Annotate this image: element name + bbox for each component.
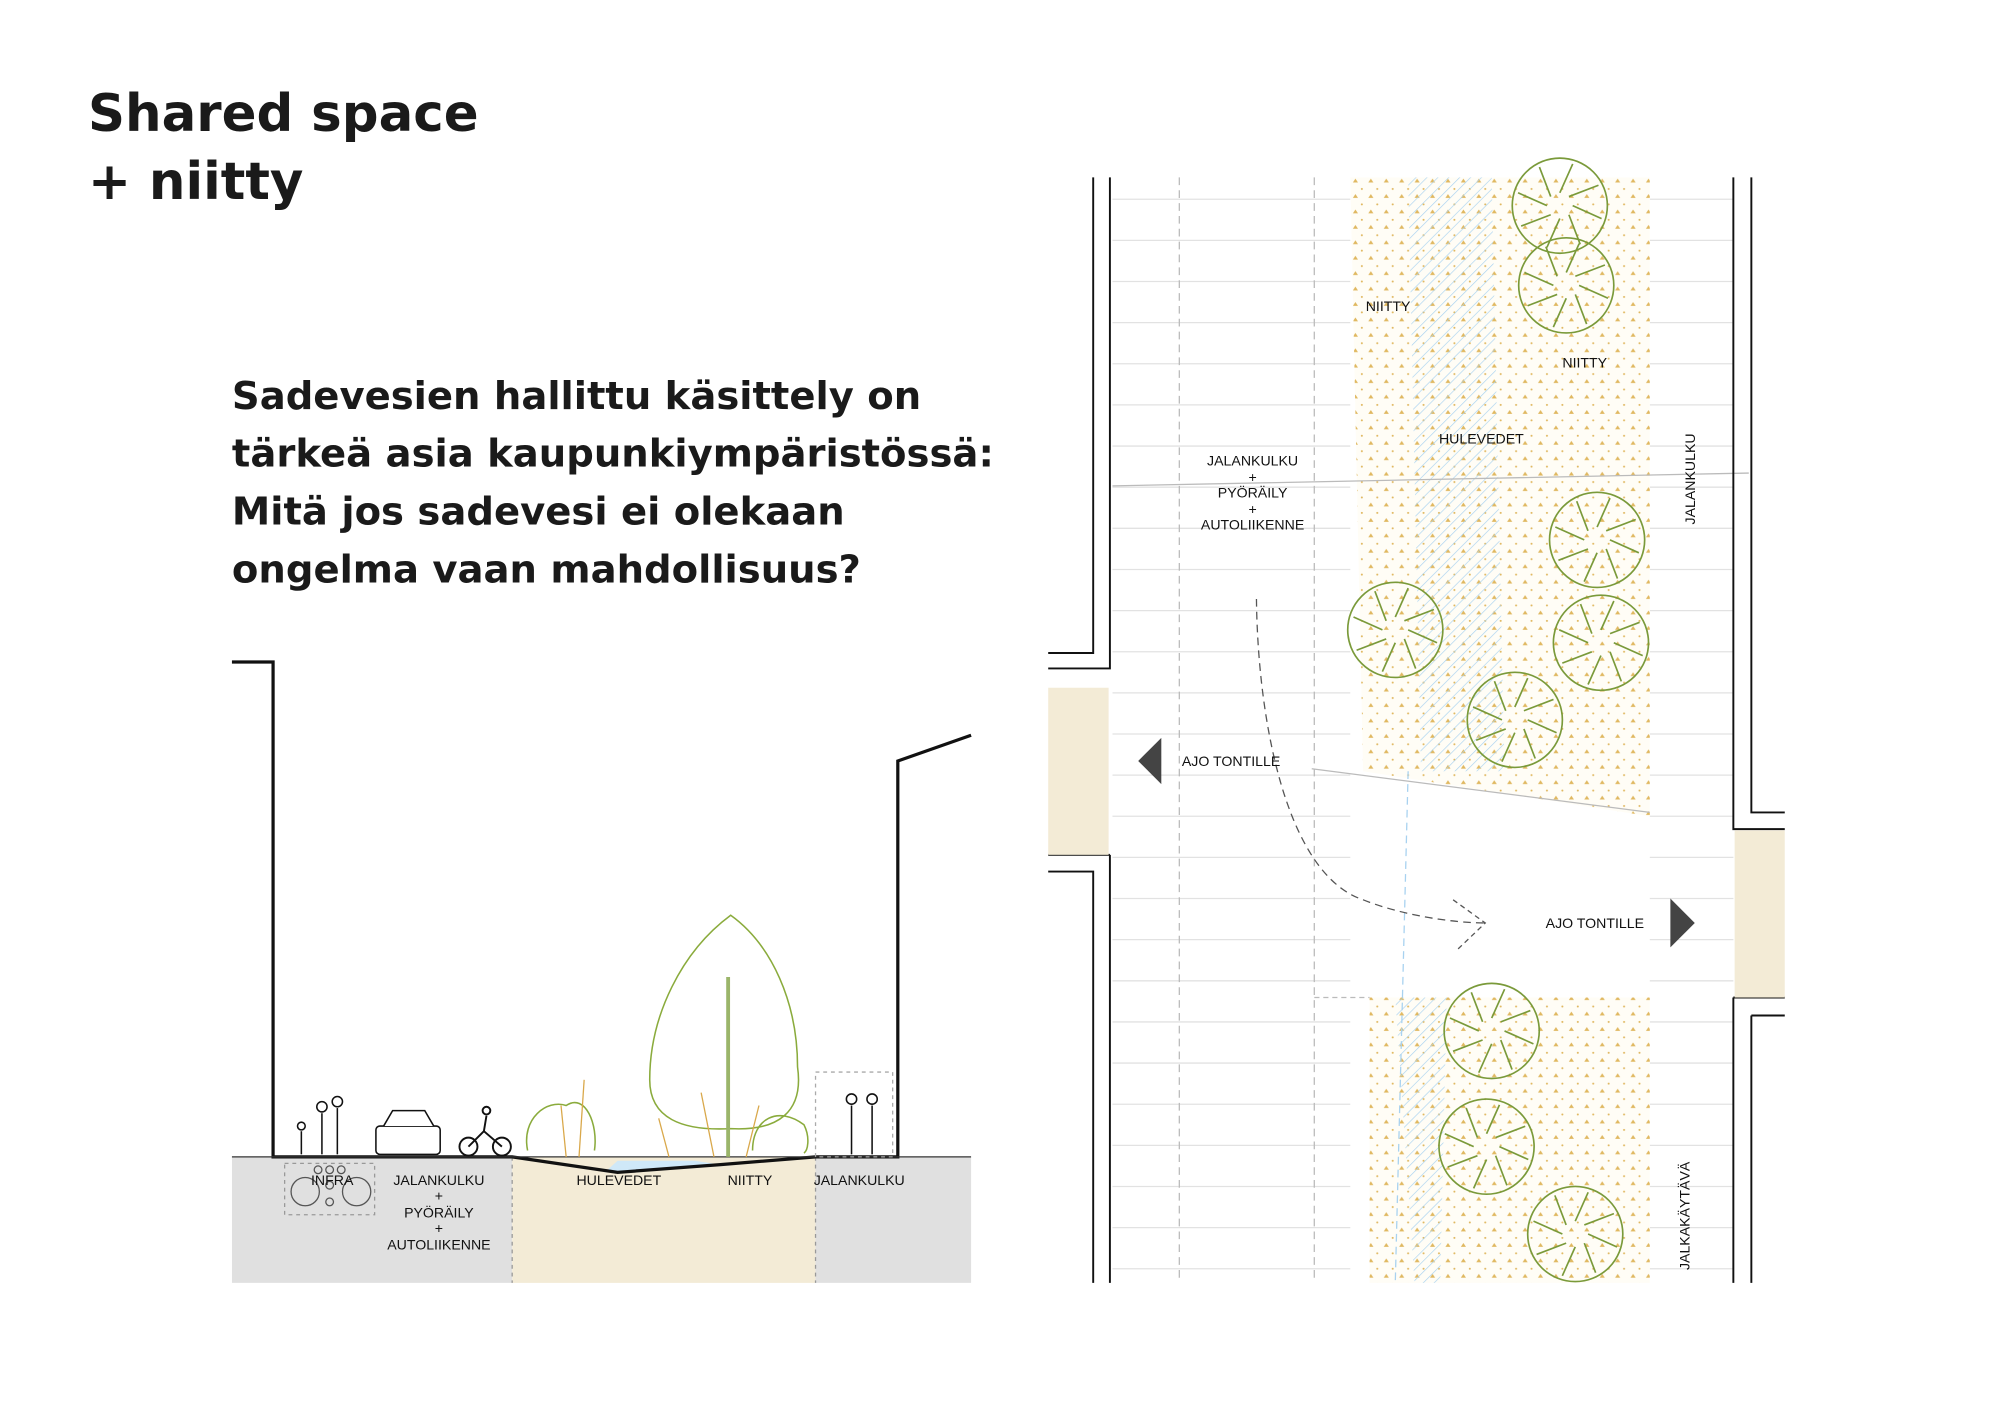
intro-line: Sadevesien hallittu käsittely on: [232, 374, 921, 419]
plan-label-plus: +: [1248, 501, 1256, 517]
title-line-1: Shared space: [88, 84, 479, 144]
bicycle-icon: [458, 1105, 512, 1157]
tree-icon: [1526, 1185, 1624, 1283]
label-jalankulku: JALANKULKU: [814, 1172, 905, 1188]
tree-icon: [1466, 671, 1564, 769]
ground-right: [815, 1156, 972, 1283]
tree-icon: [1552, 594, 1650, 692]
plan-label-niitty: NIITTY: [1562, 355, 1607, 371]
arrow-left-icon: [1138, 737, 1162, 785]
plan-label-autoliikenne: AUTOLIIKENNE: [1201, 517, 1304, 533]
plan-label-ajo-tontille-left: AJO TONTILLE: [1182, 753, 1280, 769]
people-icon: [296, 1093, 879, 1155]
driveway-left: [1048, 687, 1109, 855]
tree-icon: [1548, 491, 1646, 589]
label-niitty: NIITTY: [728, 1172, 773, 1188]
arrow-right-icon: [1670, 898, 1695, 948]
label-autoliikenne: AUTOLIIKENNE: [387, 1236, 490, 1252]
car-icon: [375, 1109, 441, 1156]
street-plan: NIITTY NIITTY HULEVEDET JALANKULKU + PYÖ…: [1048, 157, 1785, 1283]
intro-line: ongelma vaan mahdollisuus?: [232, 547, 861, 592]
tree-icon: [1443, 982, 1541, 1080]
plan-label-pyoraily: PYÖRÄILY: [1218, 483, 1288, 500]
tree-icon: [1517, 236, 1615, 334]
intro-line: Mitä jos sadevesi ei olekaan: [232, 489, 845, 534]
street-section: INFRA JALANKULKU + PYÖRÄILY + AUTOLIIKEN…: [231, 660, 972, 1283]
tree-icon: [1511, 157, 1609, 255]
label-hulevedet: HULEVEDET: [576, 1172, 661, 1188]
plan-label-jalankulku: JALANKULKU: [1207, 452, 1298, 468]
building-lines: [1048, 177, 1785, 1283]
intro-text: Sadevesien hallittu käsittely on tärkeä …: [232, 374, 994, 593]
tree-icon: [1438, 1098, 1535, 1196]
plan-label-jalkakaytava: JALKAKÄYTÄVÄ: [1677, 1161, 1693, 1270]
section-outline: [231, 660, 972, 1174]
ground-meadow: [512, 1156, 816, 1283]
grass-icon: [560, 1079, 760, 1158]
plan-label-niitty: NIITTY: [1366, 298, 1411, 314]
label-plus: +: [435, 1220, 443, 1236]
stormwater-south: [1395, 997, 1447, 1283]
water: [604, 1160, 721, 1173]
plan-label-hulevedet: HULEVEDET: [1439, 430, 1524, 446]
label-plus: +: [435, 1188, 443, 1204]
tree-icon: [1346, 581, 1444, 679]
stormwater-north: [1408, 177, 1505, 772]
plan-label-jalankulku-side: JALANKULKU: [1682, 433, 1698, 524]
plan-label-plus: +: [1248, 469, 1256, 485]
driveway-right: [1734, 830, 1785, 998]
ground-left: [231, 1156, 513, 1283]
plan-label-ajo-tontille-right: AJO TONTILLE: [1546, 915, 1644, 931]
intro-line: tärkeä asia kaupunkiympäristössä:: [232, 432, 994, 477]
tree-elevation-icon: [525, 914, 809, 1157]
label-infra: INFRA: [311, 1172, 354, 1188]
label-pyoraily: PYÖRÄILY: [404, 1203, 474, 1220]
drive-path: [1255, 599, 1486, 924]
label-shared: JALANKULKU: [393, 1172, 484, 1188]
title-line-2: + niitty: [88, 152, 303, 212]
